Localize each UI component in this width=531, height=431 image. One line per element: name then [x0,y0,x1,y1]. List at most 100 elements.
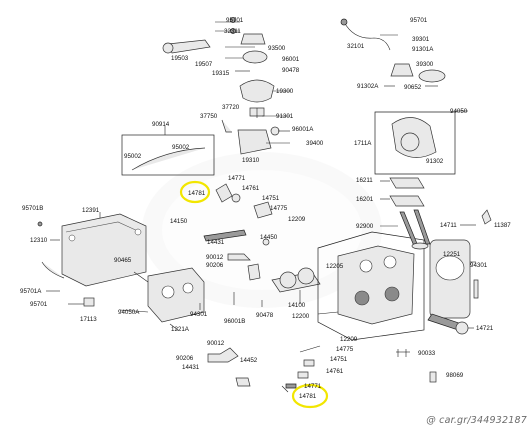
label-91302a: 91302A [357,83,379,90]
label-32101: 32101 [347,43,365,50]
label-90914: 90914 [152,121,170,128]
label-19315: 19315 [212,70,230,77]
listing-code-watermark: @ car.gr/344932187 [426,415,527,426]
part-labels: 95701 32311 93500 19503 19507 96001 1931… [20,17,511,400]
label-14431: 14431 [207,239,225,246]
valve-part [399,211,419,247]
label-95701a: 95701A [20,288,42,295]
label-32311: 32311 [224,28,241,35]
label-91302: 91302 [426,158,444,165]
label-90652: 90652 [404,84,422,91]
label-95701-left: 95701 [30,301,48,308]
label-91301a: 91301A [412,46,434,53]
label-95701-right: 95701 [410,17,428,24]
label-12310: 12310 [30,237,48,244]
cylinder-head-part [337,245,415,325]
spark-plug-part [429,371,437,383]
label-14711: 14711 [440,222,457,229]
label-39300: 39300 [416,61,434,68]
intake-hose-part [167,39,211,54]
label-94301-right: 94301 [470,262,488,269]
insulator-part [239,79,275,103]
label-96001: 96001 [282,56,300,63]
label-14452: 14452 [240,357,258,364]
label-94301: 94301 [190,311,208,318]
tensioner-group [207,345,437,393]
label-96001b: 96001B [224,318,245,325]
label-12391: 12391 [82,207,100,214]
watermark-logo [142,152,382,308]
label-90478: 90478 [282,67,300,74]
label-14431-bottom: 14431 [182,364,200,371]
label-19503: 19503 [171,55,189,62]
rocker-group [119,183,273,331]
label-96001a: 96001A [292,126,314,133]
label-12200: 12200 [292,313,310,320]
label-14775-bottom: 14775 [336,346,354,353]
cylinder-head-cover-part [61,213,147,287]
label-37750: 37750 [200,113,218,120]
cylinder-head-box [317,231,425,341]
label-90012-bottom: 90012 [207,340,225,347]
camshaft-holder-part [147,267,205,323]
label-12251: 12251 [443,251,461,258]
valve-group [380,177,492,250]
label-90465: 90465 [114,257,132,264]
rocker-shaft-part [203,229,247,242]
label-90012: 90012 [206,254,224,261]
label-1221a: 1221A [171,326,190,333]
label-90033: 90033 [418,350,436,357]
label-14781-bottom-highlighted: 14781 [299,393,317,400]
label-14721: 14721 [476,325,494,332]
label-91301: 91301 [276,113,294,120]
tensioner-lifter-part [207,347,239,363]
label-95002-a: 95002 [172,144,190,151]
label-14775: 14775 [270,205,288,212]
highlight-14781-bottom [291,383,329,409]
label-94050: 94050 [450,108,468,115]
label-14450: 14450 [260,234,278,241]
label-14771: 14771 [228,175,246,182]
label-1711a: 1711A [354,140,372,147]
label-95701b: 95701B [22,205,43,212]
label-12209-bottom: 12209 [340,336,358,343]
label-14751: 14751 [262,195,280,202]
label-90206: 90206 [206,262,224,269]
label-39301: 39301 [412,36,430,43]
label-14751-bottom: 14751 [330,356,348,363]
label-90478-mid: 90478 [256,312,274,319]
label-12209: 12209 [288,216,306,223]
label-93500: 93500 [268,45,286,52]
injector-part [390,63,414,77]
label-37720: 37720 [222,104,240,111]
label-14100: 14100 [288,302,306,309]
head-cover-group [37,212,147,307]
label-94050a: 94050A [118,309,140,316]
vacuum-hose-box [121,126,215,176]
label-14761: 14761 [242,185,260,192]
gasket-part [389,177,425,189]
highlight-14781-top [179,180,211,204]
label-95701: 95701 [226,17,244,24]
injector-clamp-part [418,69,446,83]
label-14781-highlighted: 14781 [188,190,206,197]
label-90206-bottom: 90206 [176,355,194,362]
manifold-part [242,50,268,64]
intake-pipe-group [162,17,290,155]
label-16201: 16201 [356,196,374,203]
label-19507: 19507 [195,61,213,68]
injector-group [340,18,446,87]
intake-manifold-part [237,129,272,155]
throttle-body-box [374,110,468,175]
label-19310: 19310 [242,157,260,164]
label-12205: 12205 [326,263,344,270]
camshaft-group [271,267,321,304]
cylinder-block-group [427,239,479,335]
label-17113: 17113 [80,316,97,323]
label-14150: 14150 [170,218,188,225]
label-92900: 92900 [356,223,374,230]
label-98069: 98069 [446,372,464,379]
label-14771-bottom: 14771 [304,383,322,390]
